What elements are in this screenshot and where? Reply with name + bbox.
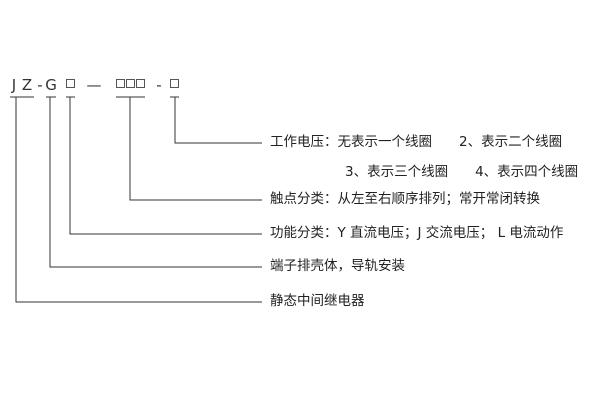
desc-working-voltage: 工作电压：无表示一个线圈 2、表示二个线圈 [270,134,563,150]
desc-function-class: 功能分类：Y 直流电压；J 交流电压； L 电流动作 [270,225,564,241]
leader-contact-class [129,97,262,201]
desc-terminal-type: 端子排壳体，导轨安装 [270,258,405,274]
code-placeholder-box-voltage [170,79,179,88]
leader-product-name [15,97,262,303]
code-placeholder-box-function [66,79,75,88]
code-dash-1: - [37,76,43,94]
desc-contact-class: 触点分类：从左至右顺序排列；常开常闭转换 [270,191,540,207]
code-placeholder-box-contact-3 [136,79,145,88]
leader-function-class [69,97,262,235]
code-dash-2: — [86,76,102,94]
leader-working-voltage [174,97,262,144]
code-letter-j: J [11,76,17,94]
code-placeholder-box-contact-2 [126,79,135,88]
code-letter-g: G [45,76,57,94]
leader-terminal-type [49,97,262,268]
desc-product-name: 静态中间继电器 [270,293,365,309]
desc-working-voltage-cont: 3、表示三个线圈 4、表示四个线圈 [345,164,579,180]
code-letter-z: Z [21,76,33,94]
code-dash-3: - [156,76,162,94]
code-placeholder-box-contact-1 [116,79,125,88]
